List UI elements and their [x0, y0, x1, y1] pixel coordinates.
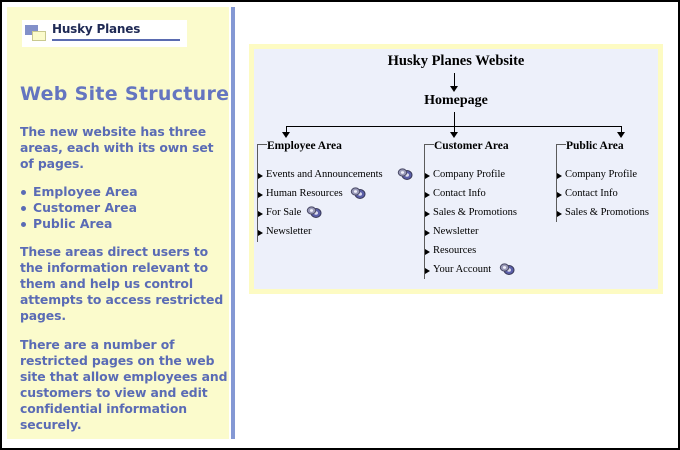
- leaf-node[interactable]: Company Profile: [433, 169, 506, 180]
- arrow-down-icon: [617, 132, 625, 138]
- logo-yellow-square: [32, 31, 46, 41]
- sidebar-paragraph-1: The new website has three areas, each wi…: [20, 124, 214, 171]
- connector-title-to-homepage: [454, 73, 455, 89]
- list-item: Customer Area: [20, 200, 220, 216]
- bracket-stub: [424, 144, 434, 145]
- leaf-node[interactable]: Company Profile: [565, 169, 638, 180]
- arrow-down-icon: [282, 132, 290, 138]
- column-header-employee-area: Employee Area: [267, 140, 342, 152]
- leaf-node[interactable]: Events and Announcements: [266, 169, 383, 180]
- arrow-right-icon: [425, 173, 430, 179]
- logo-text: Husky Planes: [52, 22, 141, 36]
- connector-homepage-down: [454, 112, 455, 126]
- leaf-node[interactable]: Your Account: [433, 264, 492, 275]
- logo-blue-square: [25, 25, 38, 35]
- sidebar-paragraph-3: There are a number of restricted pages o…: [20, 337, 228, 432]
- bracket-spine-customer: [424, 144, 425, 279]
- linked-rings-secure-icon: [306, 206, 322, 218]
- leaf-node[interactable]: For Sale: [266, 207, 302, 218]
- arrow-right-icon: [557, 173, 562, 179]
- logo-box[interactable]: Husky Planes: [22, 20, 187, 47]
- bracket-spine-employee: [257, 144, 258, 242]
- leaf-node[interactable]: Sales & Promotions: [565, 207, 650, 218]
- arrow-right-icon: [258, 230, 263, 236]
- arrow-right-icon: [557, 192, 562, 198]
- linked-rings-secure-icon: [350, 187, 366, 199]
- connector-to-customer: [454, 126, 455, 134]
- leaf-node[interactable]: Newsletter: [266, 226, 312, 237]
- arrow-right-icon: [258, 192, 263, 198]
- bracket-spine-public: [556, 144, 557, 222]
- sidebar-panel: Husky Planes Web Site Structure The new …: [7, 7, 229, 439]
- arrow-right-icon: [557, 211, 562, 217]
- diagram-title: Husky Planes Website: [387, 53, 525, 69]
- arrow-right-icon: [425, 211, 430, 217]
- arrow-right-icon: [425, 249, 430, 255]
- bracket-stub: [257, 144, 267, 145]
- arrow-right-icon: [425, 268, 430, 274]
- linked-rings-secure-icon: [397, 168, 413, 180]
- leaf-node[interactable]: Contact Info: [433, 188, 486, 199]
- leaf-node[interactable]: Human Resources: [266, 188, 343, 199]
- list-item: Public Area: [20, 216, 220, 232]
- arrow-right-icon: [258, 211, 263, 217]
- arrow-right-icon: [425, 192, 430, 198]
- linked-rings-secure-icon: [499, 263, 515, 275]
- sidebar-area-list: Employee Area Customer Area Public Area: [20, 184, 220, 232]
- column-header-customer-area: Customer Area: [434, 140, 509, 152]
- sidebar-divider: [231, 7, 235, 439]
- connector-to-employee: [286, 126, 287, 134]
- arrow-down-icon: [450, 132, 458, 138]
- diagram-root-node: Homepage: [424, 93, 488, 108]
- connector-to-public: [621, 126, 622, 134]
- logo-underline: [52, 39, 180, 41]
- two-squares-logo-icon: [25, 25, 49, 41]
- leaf-node[interactable]: Sales & Promotions: [433, 207, 518, 218]
- page-title: Web Site Structure: [20, 83, 230, 105]
- leaf-node[interactable]: Contact Info: [565, 188, 618, 199]
- arrow-right-icon: [425, 230, 430, 236]
- bracket-stub: [556, 144, 566, 145]
- arrow-down-icon: [450, 86, 458, 92]
- arrow-right-icon: [258, 173, 263, 179]
- connector-homepage-bus: [286, 126, 621, 127]
- leaf-node[interactable]: Resources: [433, 245, 477, 256]
- list-item: Employee Area: [20, 184, 220, 200]
- leaf-node[interactable]: Newsletter: [433, 226, 479, 237]
- site-structure-diagram: Husky Planes Website Homepage Employee A…: [249, 44, 663, 294]
- column-header-public-area: Public Area: [566, 140, 624, 152]
- sidebar-paragraph-2: These areas direct users to the informat…: [20, 244, 224, 323]
